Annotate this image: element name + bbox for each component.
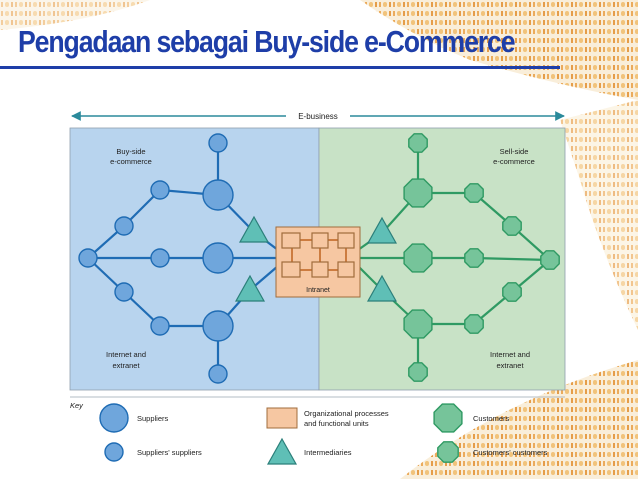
customers-customer-node [503,283,521,301]
supplier-node [203,243,233,273]
customers-customer-node [541,251,559,269]
legend-title: Key [70,401,84,410]
legend-customers-label: Customers [473,414,510,423]
title-underline [0,66,560,69]
customer-node [404,244,432,272]
suppliers-supplier-node [115,217,133,235]
legend-intermediaries-label: Intermediaries [304,448,352,457]
legend-supplier-icon [100,404,128,432]
functional-unit-box [338,262,354,277]
customer-nodes [404,179,432,338]
legend-intermediary-icon [268,439,296,464]
customers-customer-node [465,249,483,267]
buy-side-label-line2: e-commerce [110,157,152,166]
buy-side-label-line1: Buy-side [116,147,145,156]
legend-processes-label-line1: Organizational processes [304,409,389,418]
customer-node [404,179,432,207]
supplier-nodes [203,180,233,341]
suppliers-supplier-node [115,283,133,301]
functional-unit-box [338,233,354,248]
left-network-label-line2: extranet [112,361,140,370]
customers-customer-node [465,315,483,333]
customers-customer-node [409,134,427,152]
customer-node [404,310,432,338]
legend-customer-icon [434,404,462,432]
slide-title: Pengadaan sebagai Buy-side e-Commerce [18,24,514,60]
customers-customer-node [503,217,521,235]
ebusiness-banner: E-business [72,110,564,122]
right-network-label-line1: Internet and [490,350,530,359]
suppliers-supplier-node [151,249,169,267]
legend-suppliers-supplier-icon [105,443,123,461]
suppliers-supplier-node [209,134,227,152]
functional-unit-box [282,262,300,277]
legend-customer-octagon [434,404,462,432]
suppliers-supplier-node [151,181,169,199]
legend-suppliers-label: Suppliers [137,414,169,423]
supplier-node [203,180,233,210]
functional-unit-box [282,233,300,248]
intranet-block: Intranet [276,227,360,297]
functional-unit-box [312,233,328,248]
intranet-label: Intranet [306,287,330,294]
suppliers-supplier-node [151,317,169,335]
sell-side-label-line1: Sell-side [500,147,529,156]
sell-side-label-line2: e-commerce [493,157,535,166]
ebusiness-label: E-business [298,112,338,121]
left-network-label-line1: Internet and [106,350,146,359]
right-network-label-line2: extranet [496,361,524,370]
customers-customer-node [465,184,483,202]
suppliers-supplier-node [79,249,97,267]
customers-customer-node [409,363,427,381]
suppliers-supplier-node [209,365,227,383]
legend-process-icon [267,408,297,428]
legend-suppliers-suppliers-label: Suppliers' suppliers [137,448,202,457]
supplier-node [203,311,233,341]
legend-processes-label-line2: and functional units [304,419,369,428]
legend-customers-customer-icon [438,442,458,462]
legend-customers-customers-label: Customers' customers [473,448,548,457]
legend-customers-customer-octagon [438,442,458,462]
functional-unit-box [312,262,328,277]
